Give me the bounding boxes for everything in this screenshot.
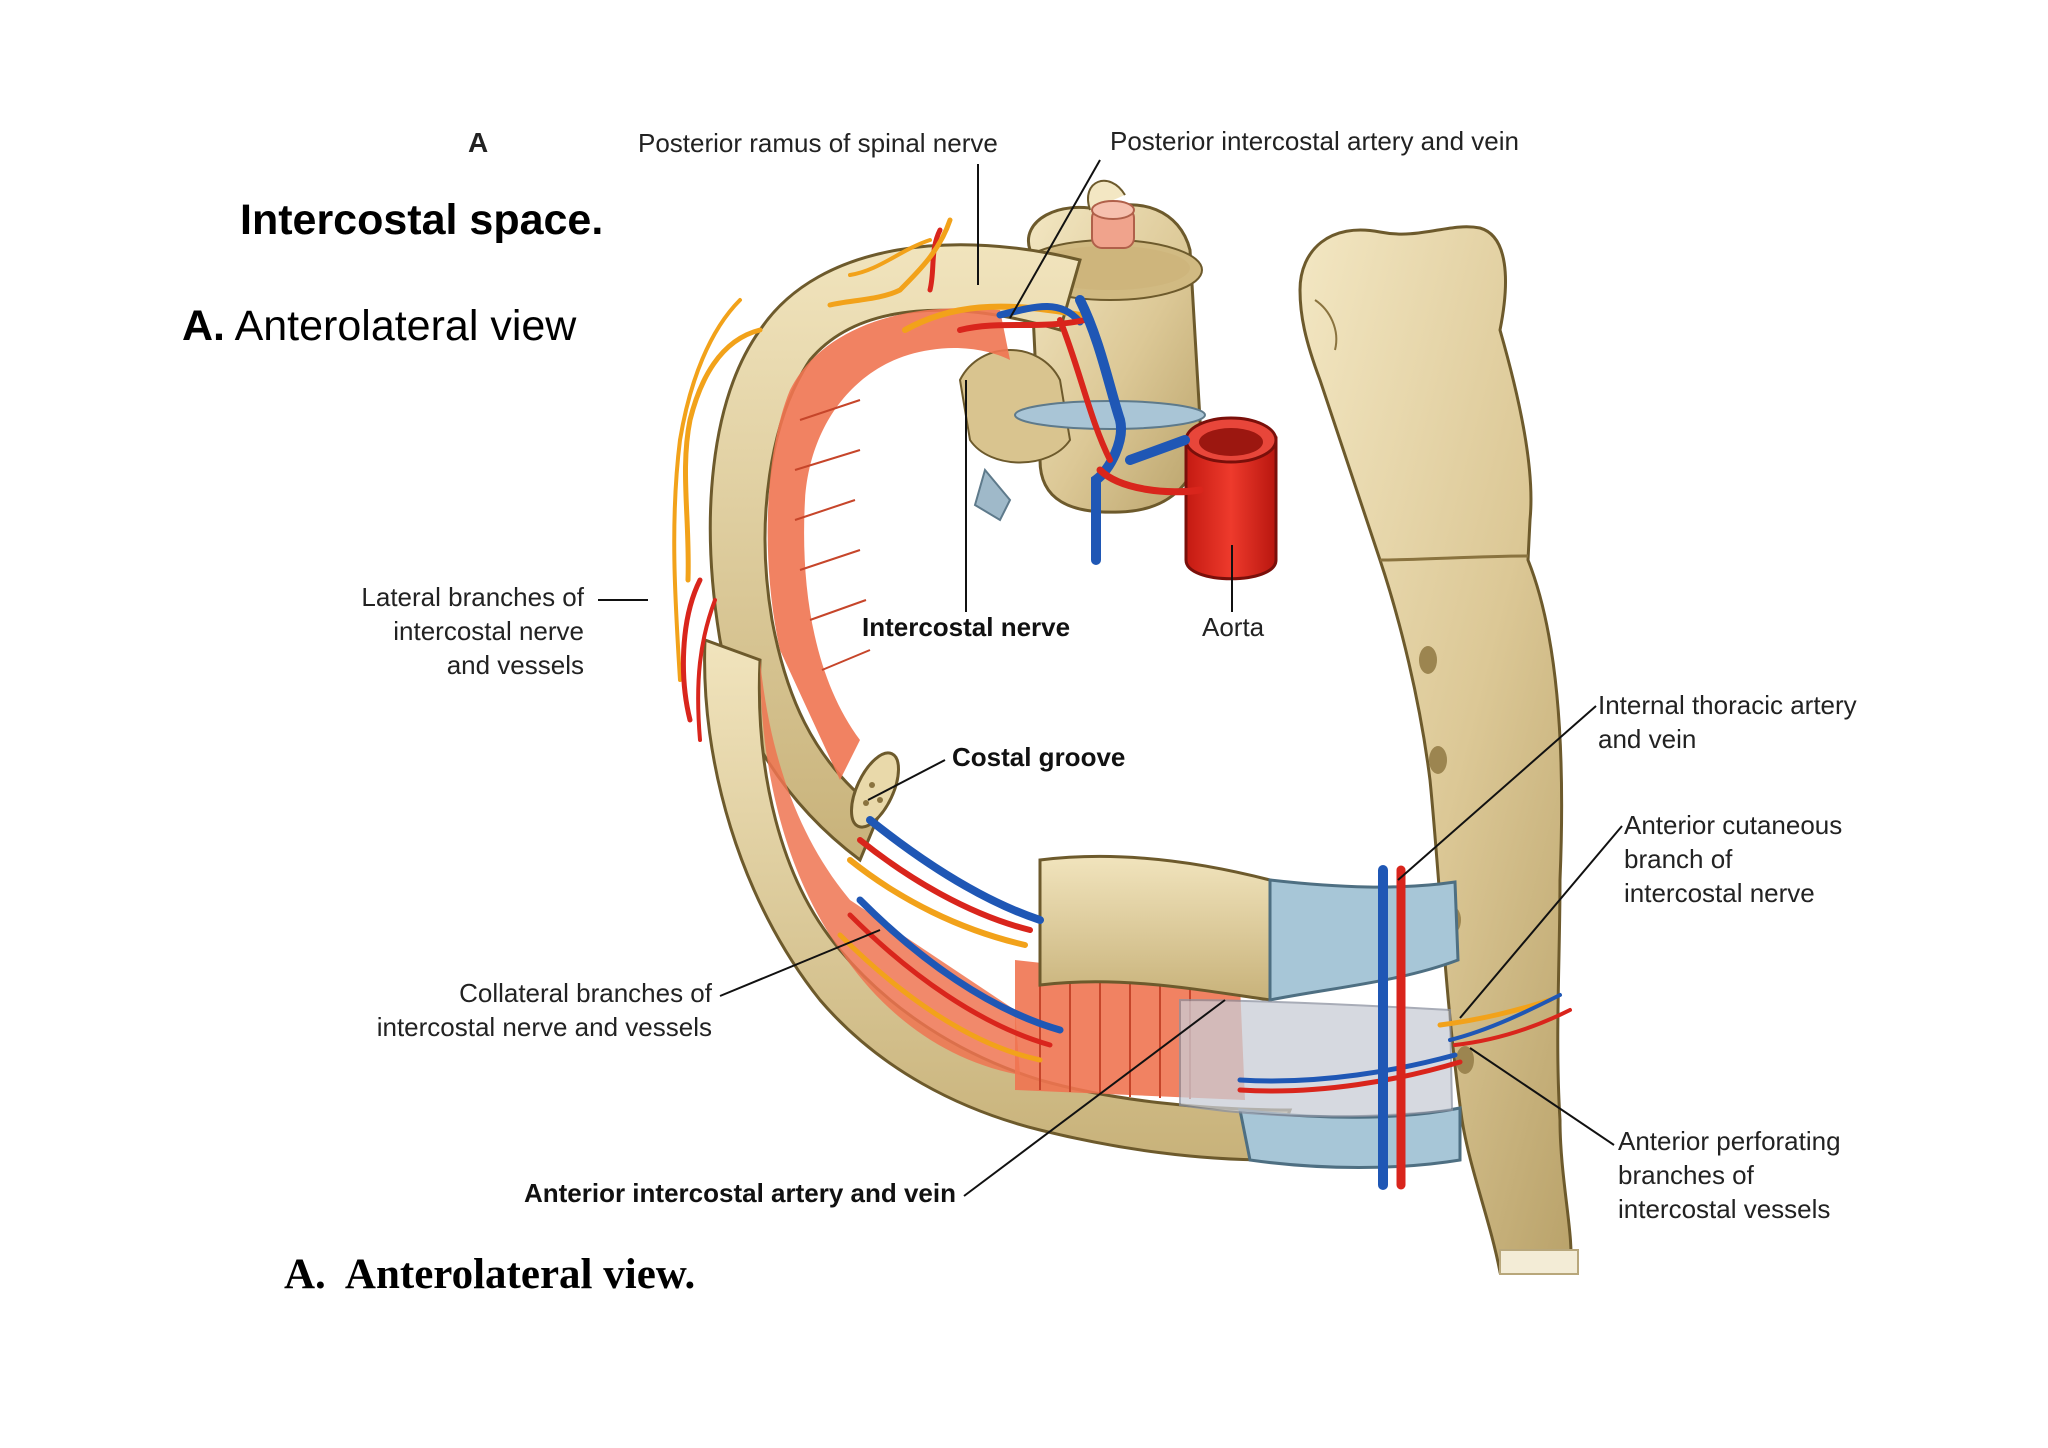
sternum bbox=[1298, 225, 1579, 1275]
label-internal-thoracic-2: and vein bbox=[1598, 724, 1696, 754]
label-lateral-branches-2: intercostal nerve bbox=[393, 616, 584, 646]
label-anterior-cutaneous-3: intercostal nerve bbox=[1624, 878, 1815, 908]
label-intercostal-nerve: Intercostal nerve bbox=[862, 612, 1070, 642]
subtitle-prefix: A. bbox=[182, 302, 225, 350]
slide-title: Intercostal space. bbox=[240, 196, 604, 244]
aorta bbox=[1184, 416, 1278, 581]
label-anterior-perforating-3: intercostal vessels bbox=[1618, 1194, 1830, 1224]
label-posterior-intercostal: Posterior intercostal artery and vein bbox=[1110, 126, 1519, 156]
label-anterior-cutaneous-2: branch of bbox=[1624, 844, 1733, 874]
label-collateral-branches-2: intercostal nerve and vessels bbox=[377, 1012, 712, 1042]
label-internal-thoracic-1: Internal thoracic artery bbox=[1598, 690, 1857, 720]
label-posterior-ramus: Posterior ramus of spinal nerve bbox=[638, 128, 998, 158]
label-costal-groove: Costal groove bbox=[952, 742, 1125, 772]
subtitle-text: Anterolateral view bbox=[225, 302, 577, 350]
slide-caption: A. Anterolateral view. bbox=[284, 1251, 696, 1298]
neurovascular-bundle bbox=[672, 217, 1572, 1190]
label-anterior-perforating-2: branches of bbox=[1618, 1160, 1755, 1190]
panel-letter: A bbox=[468, 127, 488, 158]
slide-subtitle: A. Anterolateral view bbox=[182, 302, 576, 351]
label-collateral-branches-1: Collateral branches of bbox=[459, 978, 713, 1008]
label-anterior-cutaneous-1: Anterior cutaneous bbox=[1624, 810, 1842, 840]
label-anterior-perforating-1: Anterior perforating bbox=[1618, 1126, 1841, 1156]
leader-lines bbox=[598, 159, 1623, 1197]
label-lateral-branches-1: Lateral branches of bbox=[361, 582, 584, 612]
label-lateral-branches-3: and vessels bbox=[447, 650, 584, 680]
label-aorta: Aorta bbox=[1202, 612, 1265, 642]
label-anterior-intercostal: Anterior intercostal artery and vein bbox=[524, 1178, 956, 1208]
